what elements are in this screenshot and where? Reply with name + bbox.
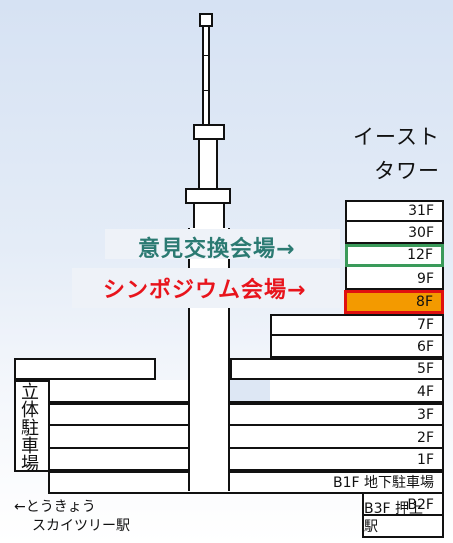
parking-char: 体 <box>21 400 39 421</box>
mast-tick <box>202 55 210 56</box>
floor-6f: 6F <box>270 336 444 358</box>
floor-8f: 8F <box>344 290 444 314</box>
tower-shaft-lower <box>193 204 225 228</box>
station-label-line2: スカイツリー駅 <box>32 518 130 534</box>
floor-label-1f: 1F <box>417 452 434 468</box>
west-annex-5f <box>14 358 156 380</box>
floor-4f-west <box>48 380 190 403</box>
floor-label-12f: 12F <box>407 247 433 263</box>
floor-7f: 7F <box>270 314 444 336</box>
floor-30f: 30F <box>345 222 444 244</box>
parking-char: 立 <box>21 382 39 403</box>
floor-31f: 31F <box>345 200 444 222</box>
venue-label-band <box>72 268 340 308</box>
floor-1f: 1F <box>48 449 444 471</box>
east-tower-title-line2: タワー <box>374 159 440 183</box>
east-tower-title-line1: イースト <box>353 125 440 149</box>
floor-label-31f: 31F <box>408 203 434 219</box>
floor-label-5f: 5F <box>417 361 434 377</box>
floor-label-8f: 8F <box>416 294 433 310</box>
floor-5f: 5F <box>230 358 444 380</box>
floor-b2f: B2F <box>362 494 444 516</box>
floor-label-2f: 2F <box>417 430 434 446</box>
venue-label-band <box>105 229 340 259</box>
floor-9f: 9F <box>345 267 444 290</box>
parking-structure: 立 体 駐 車 場 <box>14 380 50 475</box>
floor-label-b2f: B2F <box>407 497 434 513</box>
floor-label-30f: 30F <box>408 225 434 241</box>
parking-char: 場 <box>21 454 39 475</box>
lower-observatory <box>185 188 231 204</box>
tower-base-front <box>188 358 230 491</box>
floor-label-b1f: B1F 地下駐車場 <box>332 475 434 491</box>
floor-label-4f: 4F <box>417 384 434 400</box>
floor-label-9f: 9F <box>417 271 434 287</box>
parking-char: 駐 <box>21 418 39 439</box>
station-label-line1: ←とうきょう <box>14 499 96 515</box>
floor-label-b3f: B3F 押上駅 <box>364 501 424 535</box>
floor-3f: 3F <box>48 403 444 426</box>
tower-shaft-upper <box>198 140 218 188</box>
floor-b1f: B1F 地下駐車場 <box>48 471 444 494</box>
antenna-mast <box>202 27 210 127</box>
floor-4f: 4F <box>268 380 444 403</box>
floor-12f: 12F <box>345 244 444 267</box>
floor-label-7f: 7F <box>417 317 434 333</box>
floor-2f: 2F <box>48 426 444 449</box>
antenna-top <box>199 13 213 27</box>
floor-label-3f: 3F <box>417 407 434 423</box>
parking-char: 車 <box>21 436 39 457</box>
mast-tick <box>202 90 210 91</box>
upper-observatory <box>193 124 225 140</box>
floor-label-6f: 6F <box>417 339 434 355</box>
floor-b3f: B3F 押上駅 <box>362 501 444 538</box>
symposium-venue-label: シンポジウム会場→ <box>103 278 307 303</box>
opinion-venue-label: 意見交換会場→ <box>138 237 296 262</box>
